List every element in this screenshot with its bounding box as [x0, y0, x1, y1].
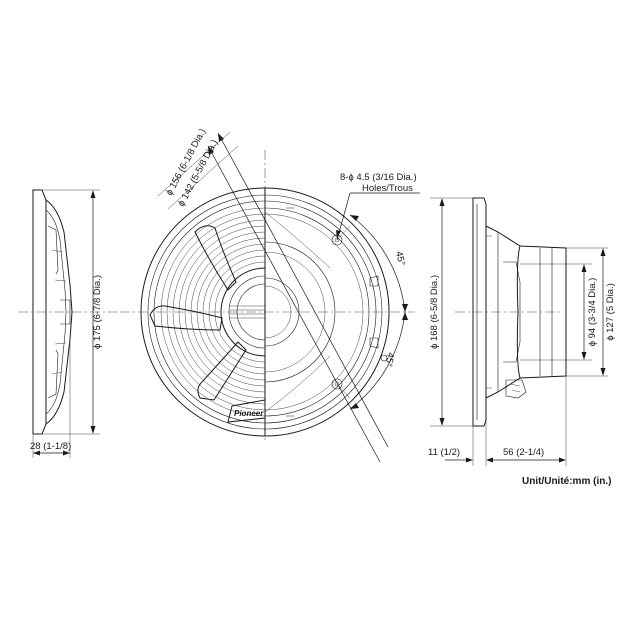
angle-arc-bottom [349, 311, 406, 410]
profile-diameter-94-label: ϕ 94 (3-3/4 Dia.) [587, 278, 598, 347]
brand-logo: Pioneer [234, 409, 264, 418]
side-grille-profile [45, 199, 73, 425]
angle-bottom-label: 45° [383, 351, 396, 367]
side-view: ϕ 175 (6-7/8 Dia.) 28 (1-1/8) [18, 189, 120, 458]
grille-spoke-top [194, 225, 237, 291]
profile-diameter-127-label: ϕ 127 (5 Dia.) [605, 283, 616, 341]
holes-count-label: 8-ϕ 4.5 (3/16 Dia.) [340, 172, 417, 183]
profile-terminal [505, 379, 527, 399]
front-grille-half: Pioneer [149, 207, 265, 423]
dia-156-leader [217, 132, 389, 448]
side-outer-diameter-label: ϕ 175 (6-7/8 Dia.) [92, 275, 103, 349]
profile-view: ϕ 168 (6-5/8 Dia.) ϕ 94 (3-3/4 Dia.) ϕ 1… [428, 197, 616, 466]
front-frame-half [265, 207, 388, 417]
angle-top-label: 45° [393, 250, 407, 267]
grille-spoke-left [149, 305, 223, 331]
unit-label: Unit/Unité:mm (in.) [522, 476, 611, 487]
flange-thickness-label: 11 (1/2) [428, 447, 460, 458]
front-view: Pioneer ϕ 156 ( [120, 127, 420, 463]
grille-spoke-bottom [197, 341, 247, 401]
mount-depth-label: 56 (2-1/4) [503, 447, 544, 458]
side-depth-label: 28 (1-1/8) [30, 441, 71, 452]
profile-diameter-168-label: ϕ 168 (6-5/8 Dia.) [429, 275, 440, 349]
brand-logo-badge [227, 399, 265, 423]
profile-basket [485, 225, 567, 399]
angle-arc-top [349, 214, 406, 313]
mount-hole-bottom [331, 378, 343, 390]
holes-label: Holes/Trous [362, 183, 413, 194]
